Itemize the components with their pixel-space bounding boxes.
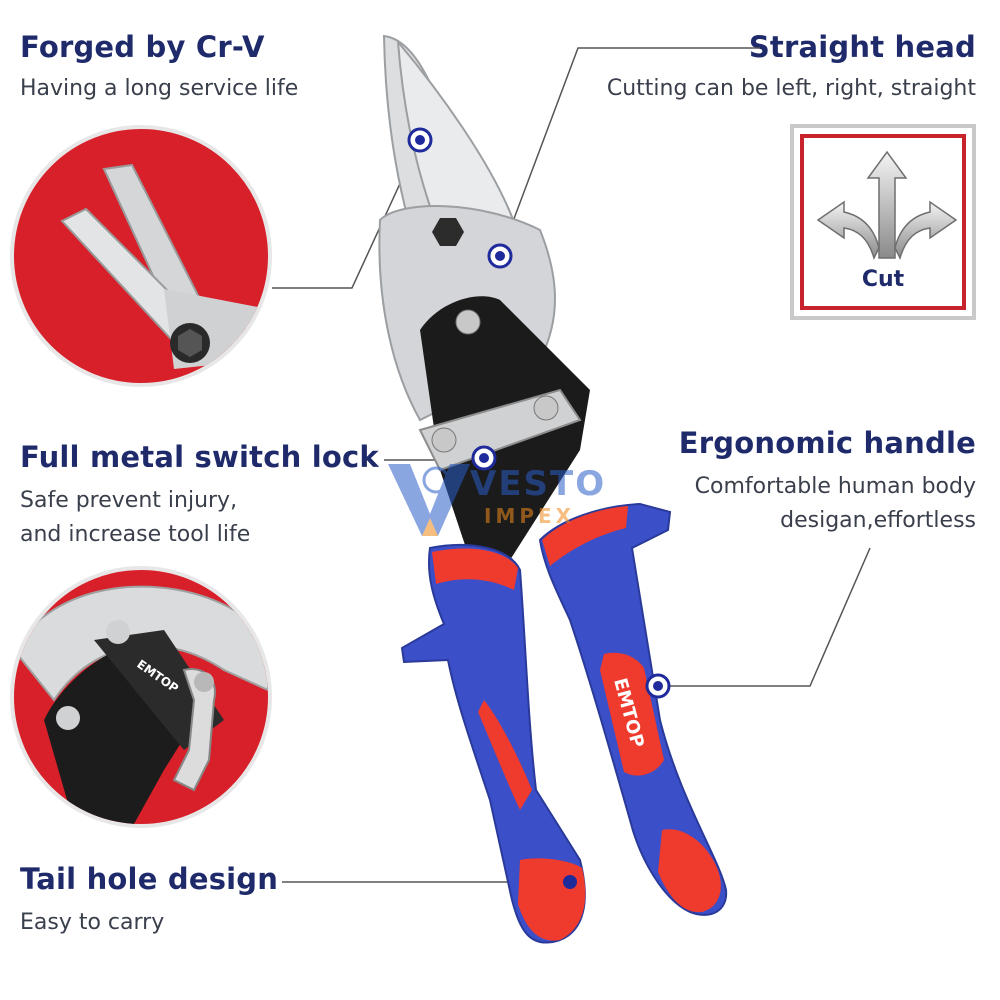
watermark-v-logo-icon — [388, 464, 470, 536]
marker-head-dot — [495, 251, 505, 261]
right-handle-red-bottom — [658, 829, 721, 913]
watermark-line1: VESTO — [470, 464, 607, 504]
marker-lock-dot — [479, 453, 489, 463]
blade-closeup-image — [60, 163, 268, 369]
marker-handle-dot — [653, 681, 663, 691]
badge-frame: Cut — [800, 134, 966, 310]
lock-closeup-image: EMTOP — [14, 585, 268, 824]
screw-right — [533, 395, 559, 421]
feature-title-tail: Tail hole design — [20, 862, 279, 896]
feature-title-forged: Forged by Cr-V — [20, 30, 265, 64]
left-handle-red-top — [432, 548, 518, 590]
callout-line-head — [499, 47, 760, 257]
feature-title-head: Straight head — [748, 30, 976, 64]
pivot-nut — [432, 218, 464, 246]
callout-line-forged — [272, 139, 421, 289]
left-handle-red-mid — [478, 700, 532, 810]
badge-label: Cut — [861, 267, 905, 292]
screw-top — [455, 309, 481, 335]
tail-hole — [563, 875, 577, 889]
watermark: VESTO IMPEX — [384, 458, 624, 540]
watermark-line2: IMPEX — [484, 504, 576, 528]
right-handle-red-top — [542, 506, 628, 566]
feature-desc-head: Cutting can be left, right, straight — [606, 76, 976, 101]
feature-desc-lock: Safe prevent injury, and increase tool l… — [20, 488, 251, 547]
feature-desc-forged: Having a long service life — [20, 76, 299, 101]
feature-title-lock: Full metal switch lock — [20, 440, 379, 474]
closeup-lock: EMTOP — [10, 566, 272, 828]
marker-forged-dot — [415, 135, 425, 145]
screw-left — [431, 427, 457, 453]
callout-line-handle — [658, 547, 871, 687]
three-way-arrow-icon — [816, 150, 958, 261]
cut-direction-badge: Cut — [790, 124, 976, 320]
feature-desc-tail: Easy to carry — [20, 910, 165, 935]
right-handle-logo-panel — [600, 652, 664, 776]
feature-desc-handle: Comfortable human body desigan,effortles… — [694, 474, 976, 533]
closeup-blades — [10, 125, 272, 387]
feature-title-handle: Ergonomic handle — [678, 426, 976, 460]
